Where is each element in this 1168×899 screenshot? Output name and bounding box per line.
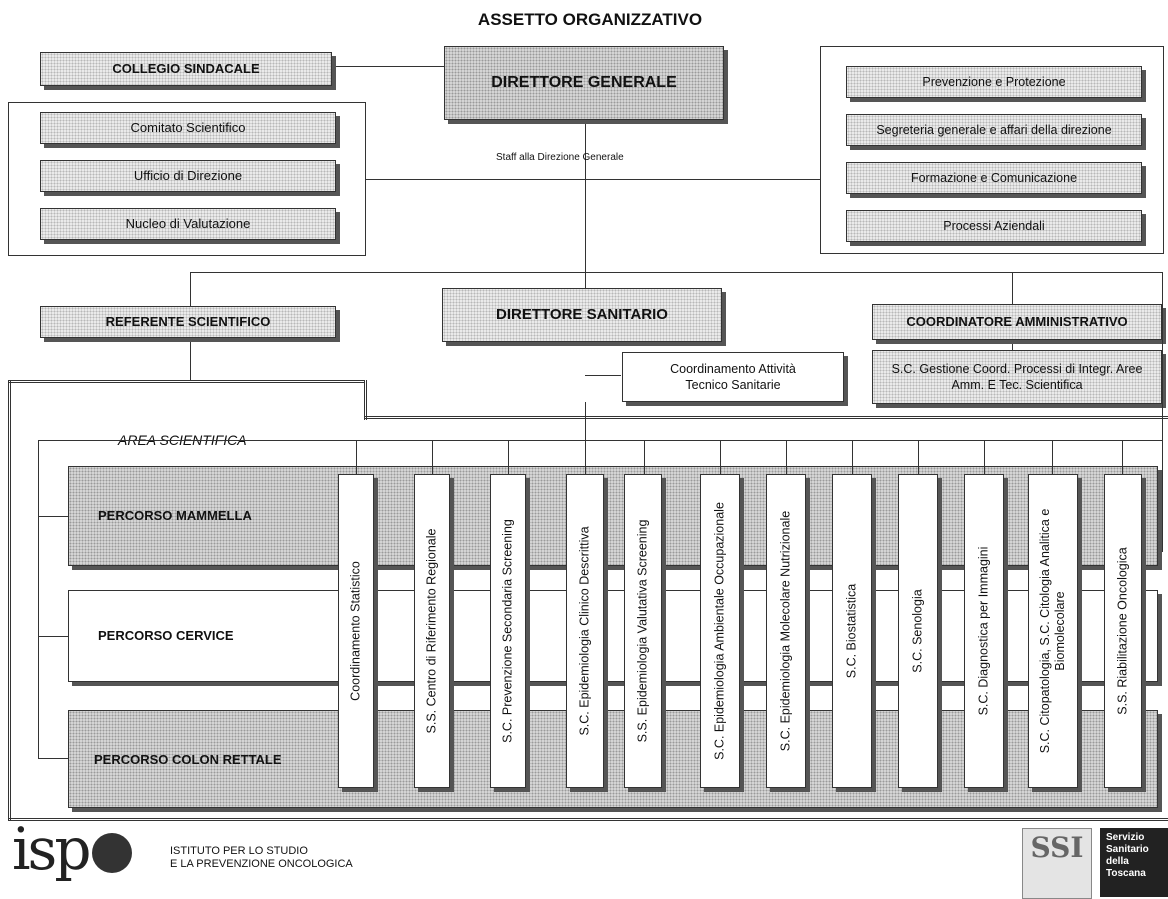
sc-gestione-box: S.C. Gestione Coord. Processi di Integr.… bbox=[872, 350, 1162, 404]
coordinatore-amministrativo-box: COORDINATORE AMMINISTRATIVO bbox=[872, 304, 1162, 340]
isp-logo: isp bbox=[12, 820, 133, 878]
direttore-generale-box: DIRETTORE GENERALE bbox=[444, 46, 724, 120]
chart-title: ASSETTO ORGANIZZATIVO bbox=[477, 10, 703, 29]
right-staff-group bbox=[820, 46, 1164, 254]
unit-column: S.S. Centro di Riferimento Regionale bbox=[414, 474, 450, 788]
referente-scientifico-box: REFERENTE SCIENTIFICO bbox=[40, 306, 336, 338]
direttore-generale-label: DIRETTORE GENERALE bbox=[491, 74, 677, 91]
ssi-logo: SSI bbox=[1022, 828, 1092, 899]
collegio-sindacale-label: COLLEGIO SINDACALE bbox=[112, 61, 260, 76]
unit-column: S.C. Epidemiologia Molecolare Nutriziona… bbox=[766, 474, 806, 788]
right-staff-item: Prevenzione e Protezione bbox=[846, 66, 1142, 98]
coordinamento-attivita-box: Coordinamento Attività Tecnico Sanitarie bbox=[622, 352, 844, 402]
unit-column: S.C. Epidemiologia Clinico Descrittiva bbox=[566, 474, 604, 788]
unit-column: S.C. Senologia bbox=[898, 474, 938, 788]
right-staff-item: Processi Aziendali bbox=[846, 210, 1142, 242]
left-staff-group bbox=[8, 102, 366, 256]
servizio-sanitario-logo: Servizio Sanitario della Toscana bbox=[1100, 828, 1168, 897]
left-staff-item: Nucleo di Valutazione bbox=[40, 208, 336, 240]
percorso-label: PERCORSO MAMMELLA bbox=[98, 508, 252, 523]
unit-column: S.C. Citopatologia, S.C. Citologia Anali… bbox=[1028, 474, 1078, 788]
staff-label: Staff alla Direzione Generale bbox=[496, 152, 624, 163]
unit-column: Coordinamento Statistico bbox=[338, 474, 374, 788]
right-staff-item: Segreteria generale e affari della direz… bbox=[846, 114, 1142, 146]
right-staff-item: Formazione e Comunicazione bbox=[846, 162, 1142, 194]
unit-column: S.C. Epidemiologia Ambientale Occupazion… bbox=[700, 474, 740, 788]
left-staff-item: Comitato Scientifico bbox=[40, 112, 336, 144]
percorso-label: PERCORSO COLON RETTALE bbox=[94, 752, 282, 767]
unit-column: S.S. Riabilitazione Oncologica bbox=[1104, 474, 1142, 788]
left-staff-item: Ufficio di Direzione bbox=[40, 160, 336, 192]
unit-column: S.C. Biostatistica bbox=[832, 474, 872, 788]
unit-column: S.C. Diagnostica per Immagini bbox=[964, 474, 1004, 788]
percorso-label: PERCORSO CERVICE bbox=[98, 628, 234, 643]
collegio-sindacale-box: COLLEGIO SINDACALE bbox=[40, 52, 332, 86]
isp-caption: ISTITUTO PER LO STUDIO E LA PREVENZIONE … bbox=[170, 845, 353, 870]
unit-column: S.C. Prevenzione Secondaria Screening bbox=[490, 474, 526, 788]
unit-column: S.S. Epidemiologia Valutativa Screening bbox=[624, 474, 662, 788]
direttore-sanitario-box: DIRETTORE SANITARIO bbox=[442, 288, 722, 342]
